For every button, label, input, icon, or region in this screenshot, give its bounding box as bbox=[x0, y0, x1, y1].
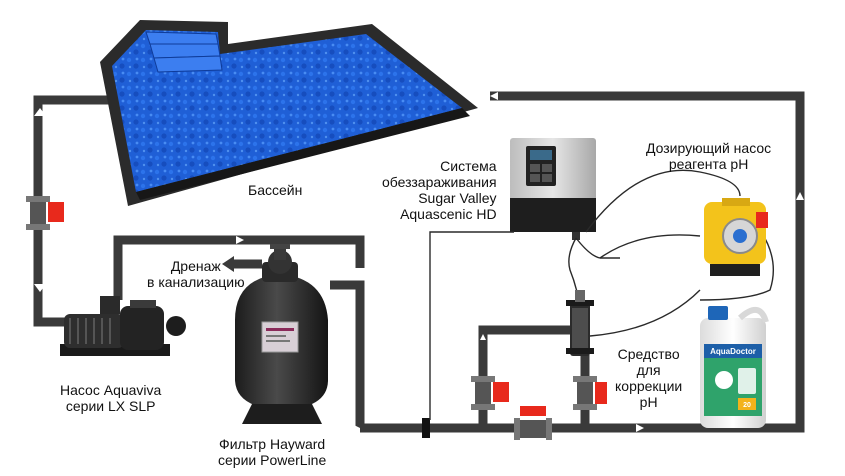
flow-arrow-icon bbox=[636, 424, 644, 432]
return-pipe-right bbox=[360, 91, 805, 433]
ball-valve-icon bbox=[26, 196, 64, 230]
flow-arrow-icon bbox=[352, 424, 360, 432]
flow-arrow-icon bbox=[34, 108, 46, 116]
sensor-icon bbox=[422, 418, 430, 438]
chemical-canister-icon bbox=[700, 306, 769, 428]
canister-volume-text: 20 bbox=[743, 402, 751, 409]
disinfection-label: Система обеззараживания Sugar Valley Aqu… bbox=[382, 158, 497, 222]
pump-icon bbox=[60, 296, 186, 356]
flow-arrow-icon bbox=[796, 192, 804, 200]
filter-label: Фильтр Hayward серии PowerLine bbox=[218, 436, 327, 468]
flow-arrow-icon bbox=[480, 334, 486, 340]
pool-label: Бассейн bbox=[248, 182, 303, 198]
pump-label: Насос Aquaviva серии LX SLP bbox=[60, 382, 162, 414]
pool-icon bbox=[100, 20, 478, 206]
flow-arrow-icon bbox=[236, 236, 244, 244]
dosing-pump-icon bbox=[704, 198, 768, 276]
ball-valve-icon bbox=[514, 406, 552, 440]
ball-valve-icon bbox=[471, 376, 509, 410]
canister-brand-text: AquaDoctor bbox=[710, 347, 756, 356]
flow-arrow-icon bbox=[490, 92, 498, 100]
sand-filter-icon bbox=[235, 274, 328, 424]
multiport-valve-icon bbox=[262, 244, 298, 282]
drain-arrow-icon bbox=[222, 256, 234, 272]
ph-agent-label: Средство для коррекции pH bbox=[615, 346, 683, 410]
drain-label: Дренаж в канализацию bbox=[147, 258, 245, 290]
flow-arrows bbox=[34, 92, 804, 432]
cables bbox=[429, 169, 775, 420]
filter-outlet-pipe bbox=[330, 280, 365, 428]
dosing-pump-label: Дозирующий насос реагента pH bbox=[646, 140, 772, 172]
ball-valve-icon bbox=[573, 376, 607, 410]
electrolysis-cell-icon bbox=[566, 290, 594, 356]
flow-arrow-icon bbox=[34, 284, 46, 292]
chlorinator-controller-icon bbox=[510, 138, 596, 240]
